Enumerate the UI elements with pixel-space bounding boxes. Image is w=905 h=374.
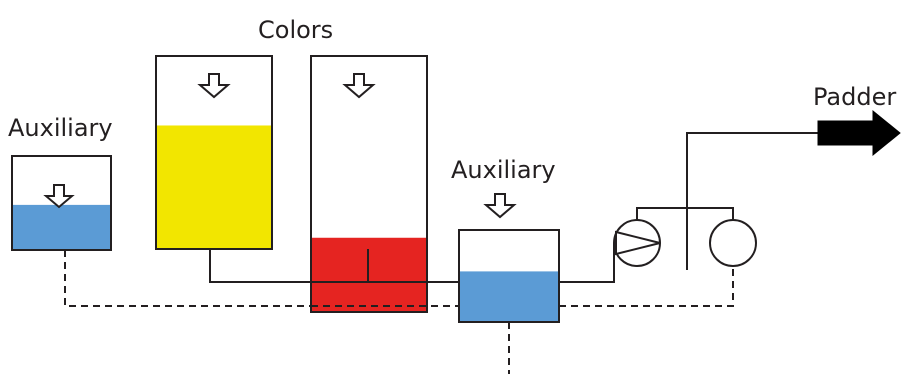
color-tank-yellow-outline bbox=[155, 55, 273, 250]
auxiliary-left-liquid bbox=[12, 204, 111, 250]
auxiliary-left-return-line bbox=[64, 250, 311, 307]
color-tank-yellow bbox=[155, 55, 273, 250]
color-feed-lines bbox=[209, 249, 459, 283]
padder-piping bbox=[636, 132, 820, 270]
padder-arrow-icon bbox=[817, 109, 901, 157]
red-tank-inflow-arrow-icon bbox=[342, 73, 376, 99]
auxiliary-mixing-tank bbox=[458, 229, 560, 323]
meter-return-line bbox=[559, 266, 734, 307]
mixing-tank-liquid bbox=[459, 271, 559, 322]
auxiliary-left-label: Auxiliary bbox=[8, 114, 113, 142]
padder-label: Padder bbox=[813, 83, 896, 111]
colors-label: Colors bbox=[258, 16, 333, 44]
yellow-tank-inflow-arrow-icon bbox=[197, 73, 231, 99]
pump-meter-connection bbox=[636, 207, 734, 220]
yellow-feed-line bbox=[209, 249, 459, 283]
color-tank-red-outline bbox=[310, 55, 428, 313]
outlet-lines bbox=[559, 243, 615, 283]
auxiliary-left-inflow-arrow-icon bbox=[43, 184, 75, 209]
yellow-liquid bbox=[156, 125, 272, 249]
return-dashed-lines bbox=[64, 250, 734, 374]
auxiliary-right-label: Auxiliary bbox=[451, 156, 556, 184]
auxiliary-left-tank-outline bbox=[11, 155, 112, 251]
flow-meter-icon bbox=[709, 219, 757, 267]
auxiliary-right-inflow-arrow-icon bbox=[483, 193, 517, 219]
auxiliary-left-tank bbox=[11, 155, 112, 251]
pump-icon bbox=[613, 219, 661, 267]
mixing-to-pump-line bbox=[559, 243, 615, 283]
